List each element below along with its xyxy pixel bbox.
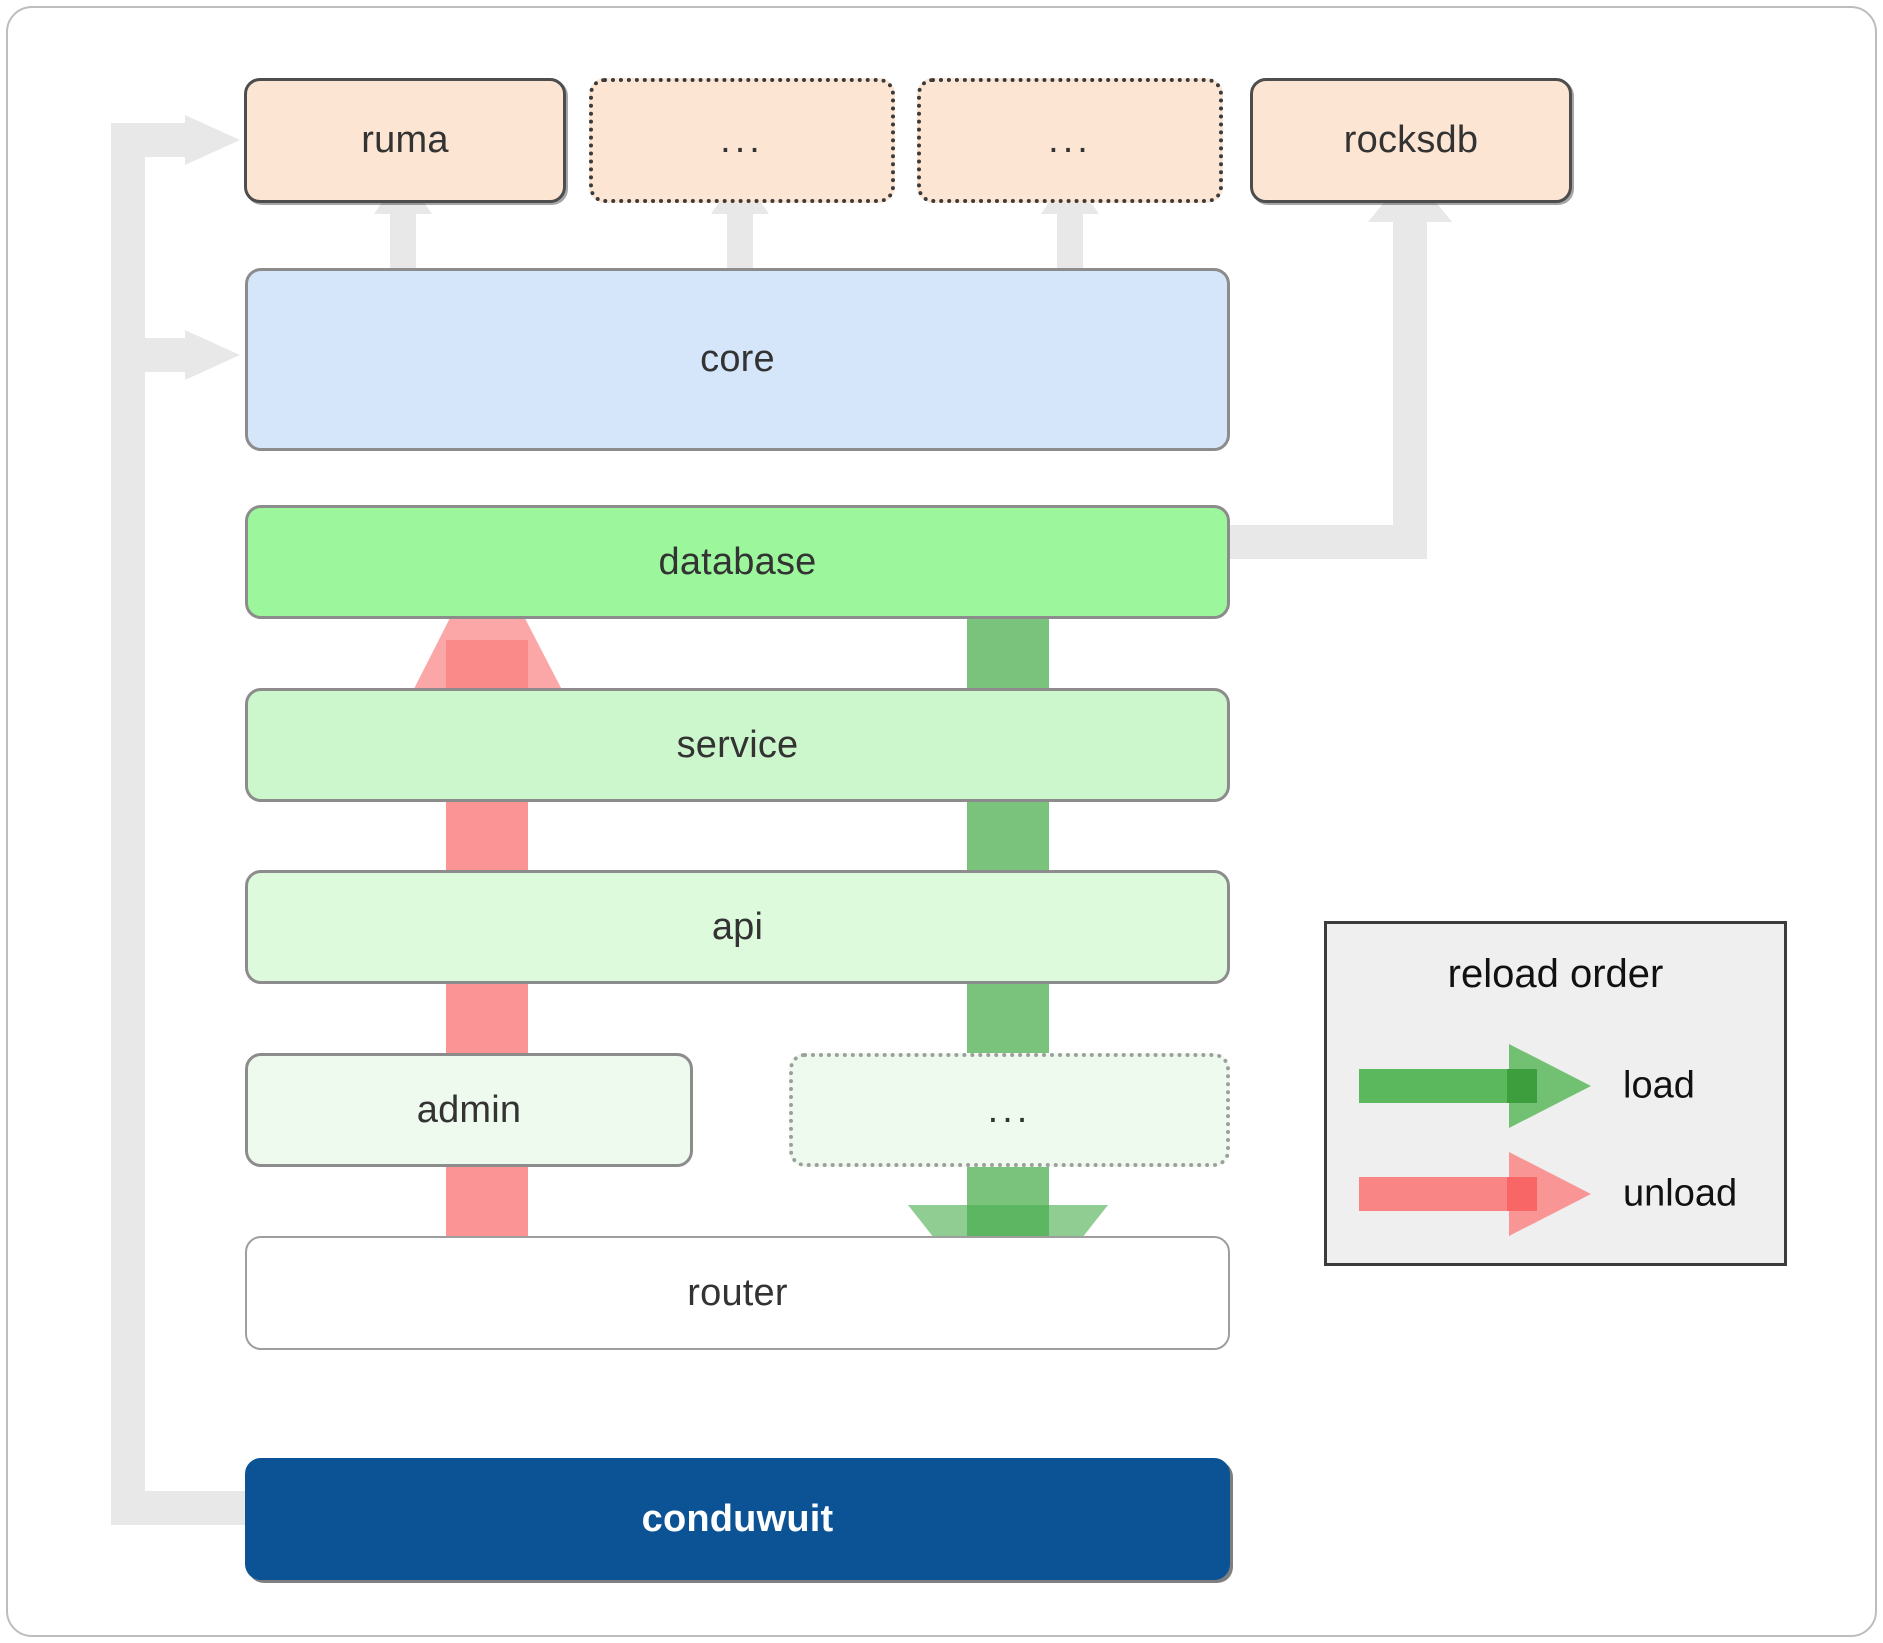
layer-label-router: router bbox=[687, 1271, 788, 1314]
application-box-conduwuit[interactable]: conduwuit bbox=[245, 1458, 1230, 1580]
dependency-box-more-1[interactable]: ... bbox=[589, 78, 895, 203]
legend-title: reload order bbox=[1447, 952, 1664, 996]
legend-panel: reload order load unload bbox=[1324, 921, 1787, 1266]
dependency-label-ruma: ruma bbox=[361, 119, 449, 161]
load-arrow-icon bbox=[1359, 1044, 1591, 1128]
dependency-box-more-2[interactable]: ... bbox=[917, 78, 1223, 203]
layer-box-more[interactable]: ... bbox=[789, 1053, 1230, 1167]
dependency-label-more-1: ... bbox=[720, 119, 764, 161]
layer-box-admin[interactable]: admin bbox=[245, 1053, 693, 1167]
dependency-box-rocksdb[interactable]: rocksdb bbox=[1250, 78, 1572, 203]
dependency-label-rocksdb: rocksdb bbox=[1343, 119, 1479, 161]
legend-label-unload: unload bbox=[1623, 1172, 1738, 1215]
unload-arrow-icon bbox=[1359, 1152, 1591, 1236]
layer-box-core[interactable]: core bbox=[245, 268, 1230, 451]
layer-label-api: api bbox=[711, 905, 764, 948]
application-label-conduwuit: conduwuit bbox=[641, 1497, 834, 1540]
layer-box-database[interactable]: database bbox=[245, 505, 1230, 619]
diagram-frame bbox=[6, 6, 1877, 1637]
layer-label-database: database bbox=[658, 540, 817, 583]
dependency-label-more-2: ... bbox=[1048, 119, 1092, 161]
legend-row-load: load bbox=[1327, 1041, 1784, 1131]
legend-row-unload: unload bbox=[1327, 1149, 1784, 1239]
layer-label-admin: admin bbox=[416, 1088, 522, 1131]
layer-box-api[interactable]: api bbox=[245, 870, 1230, 984]
layer-label-service: service bbox=[676, 723, 799, 766]
legend-label-load: load bbox=[1623, 1064, 1695, 1107]
layer-label-core: core bbox=[700, 338, 775, 380]
dependency-box-ruma[interactable]: ruma bbox=[244, 78, 566, 203]
layer-box-router[interactable]: router bbox=[245, 1236, 1230, 1350]
layer-box-service[interactable]: service bbox=[245, 688, 1230, 802]
layer-label-more: ... bbox=[987, 1088, 1032, 1131]
